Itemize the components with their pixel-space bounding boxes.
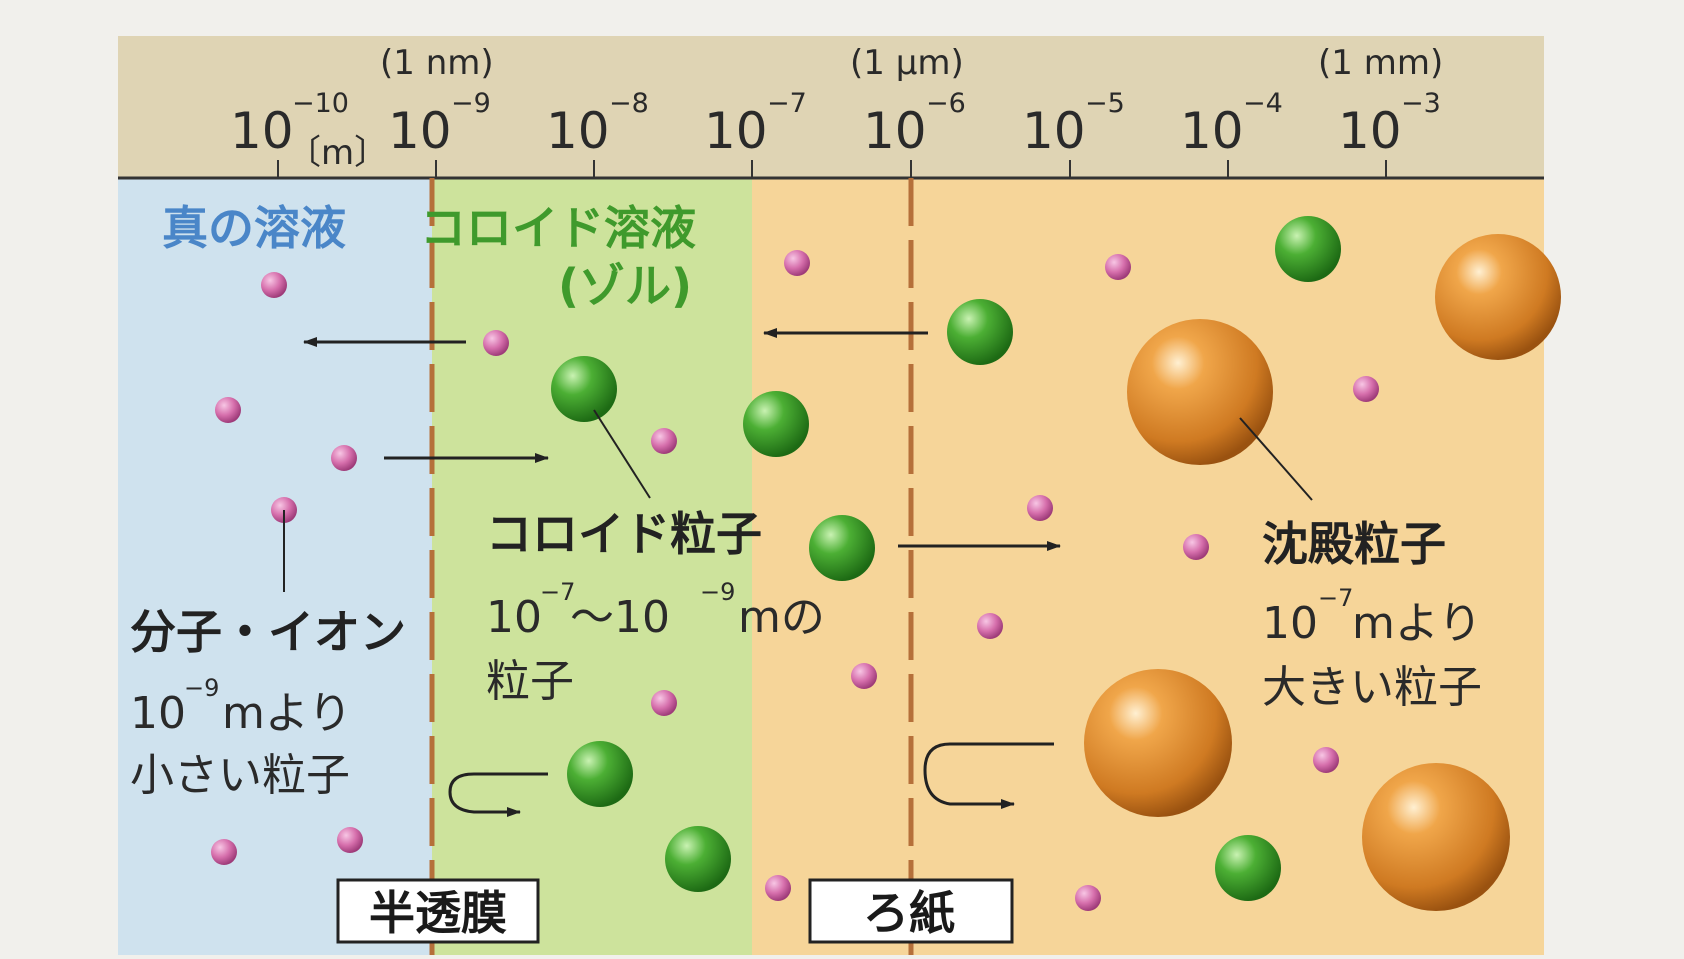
tick-label-exp-3: −7 [767, 88, 807, 119]
colloid-solution-region [432, 178, 752, 955]
colloid-leader-line [593, 409, 651, 499]
small-particle-2 [215, 397, 241, 423]
molecule-ion-line2: 小さい粒子 [130, 750, 350, 801]
scale-labels: 10 −10 10 −9 10 −8 10 −7 10 −6 10 −5 10 … [230, 43, 1443, 173]
tick-label-base-0: 10 [230, 102, 294, 160]
tick-label-base-5: 10 [1022, 102, 1086, 160]
colloid-particle-3 [743, 391, 809, 457]
small-particle-9 [1183, 534, 1209, 560]
molecule-ion-title: 分子・イオン [130, 605, 406, 659]
arrows [303, 328, 1061, 817]
molecule-ion-line1-exp: −9 [184, 674, 219, 702]
precipitate-particle-2 [1084, 669, 1232, 817]
small-particle-17 [765, 875, 791, 901]
filter-paper-box [808, 878, 1014, 944]
particles [211, 216, 1561, 911]
small-particle-14 [1313, 747, 1339, 773]
colloid-solution-subheading: (ゾル) [558, 259, 692, 313]
tick-label-base-7: 10 [1338, 102, 1402, 160]
scale-ticks [277, 160, 1387, 178]
small-particle-15 [211, 839, 237, 865]
blocked-precipitate-arrow [923, 742, 1054, 809]
unit-marker-nm: (1 nm) [380, 43, 494, 83]
semipermeable-label: 半透膜 [369, 886, 507, 940]
small-particle-0 [261, 272, 287, 298]
small-particle-5 [651, 428, 677, 454]
precipitate-line2: 大きい粒子 [1262, 662, 1482, 713]
tick-label-exp-1: −9 [451, 88, 491, 119]
precipitate-particle-0 [1435, 234, 1561, 360]
precipitate-line1-exp: −7 [1318, 584, 1353, 612]
colloid-particle-line2: 粒子 [486, 656, 574, 707]
tick-label-base-3: 10 [704, 102, 768, 160]
tick-label-base-4: 10 [863, 102, 927, 160]
small-particle-11 [851, 663, 877, 689]
colloid-particle-line1-a: 10 [486, 592, 542, 643]
true-solution-region [118, 178, 432, 955]
small-particle-18 [1075, 885, 1101, 911]
filter-paper-label-box: ろ紙 [808, 878, 1014, 944]
semipermeable-box [336, 878, 540, 944]
tick-label-exp-6: −4 [1243, 88, 1283, 119]
small-particle-13 [1353, 376, 1379, 402]
colloid-particle-1 [947, 299, 1013, 365]
tick-label-exp-5: −5 [1085, 88, 1125, 119]
tick-label-exp-0: −10 [292, 88, 349, 119]
small-particle-16 [337, 827, 363, 853]
colloid-particle-line1-tail: mの [738, 592, 825, 643]
tick-label-base-1: 10 [388, 102, 452, 160]
colloid-particle-line1-b: 〜10 [570, 592, 670, 643]
small-particle-1 [483, 330, 509, 356]
scale-band [118, 36, 1544, 178]
tick-label-base-6: 10 [1180, 102, 1244, 160]
precipitate-particle-3 [1362, 763, 1510, 911]
colloid-particle-title: コロイド粒子 [486, 507, 762, 561]
molecule-ion-line1-tail: mより [222, 688, 352, 739]
colloid-particle-2 [551, 356, 617, 422]
precipitate-particle-1 [1127, 319, 1273, 465]
colloid-particle-label: コロイド粒子 10 −7 〜10 −9 mの 粒子 [486, 507, 825, 707]
precipitate-line1-tail: mより [1352, 598, 1482, 649]
small-particle-3 [331, 445, 357, 471]
colloid-particle-line1-exp-a: −7 [540, 578, 575, 606]
semipermeable-label-box: 半透膜 [336, 878, 540, 944]
unit-marker-um: (1 µm) [850, 43, 964, 83]
tick-label-exp-4: −6 [926, 88, 966, 119]
colloid-particle-5 [567, 741, 633, 807]
small-particle-7 [1105, 254, 1131, 280]
colloid-particle-6 [665, 826, 731, 892]
small-particle-12 [651, 690, 677, 716]
colloid-particle-7 [1215, 835, 1281, 901]
unit-marker-mm: (1 mm) [1318, 43, 1443, 83]
precipitate-line1-base: 10 [1262, 598, 1318, 649]
precipitate-leader-line [1239, 417, 1313, 501]
small-particle-10 [977, 613, 1003, 639]
tick-label-base-2: 10 [546, 102, 610, 160]
precipitate-particle-title: 沈殿粒子 [1262, 517, 1446, 571]
colloid-solution-heading: コロイド溶液 [420, 201, 696, 255]
colloid-particle-line1-exp-b: −9 [700, 578, 735, 606]
molecule-ion-line1-base: 10 [130, 688, 186, 739]
small-particle-8 [1027, 495, 1053, 521]
true-solution-heading: 真の溶液 [162, 201, 346, 255]
colloid-particle-4 [809, 515, 875, 581]
colloid-particle-0 [1275, 216, 1341, 282]
tick-label-exp-2: −8 [609, 88, 649, 119]
filter-paper-label: ろ紙 [863, 886, 955, 940]
molecule-ion-label: 分子・イオン 10 −9 mより 小さい粒子 [130, 605, 406, 801]
leader-lines [283, 409, 1313, 592]
precipitate-particle-label: 沈殿粒子 10 −7 mより 大きい粒子 [1262, 517, 1482, 713]
unit-label: 〔m〕 [287, 133, 388, 173]
blocked-colloid-arrow [448, 772, 548, 817]
tick-label-exp-7: −3 [1401, 88, 1441, 119]
small-particle-6 [784, 250, 810, 276]
